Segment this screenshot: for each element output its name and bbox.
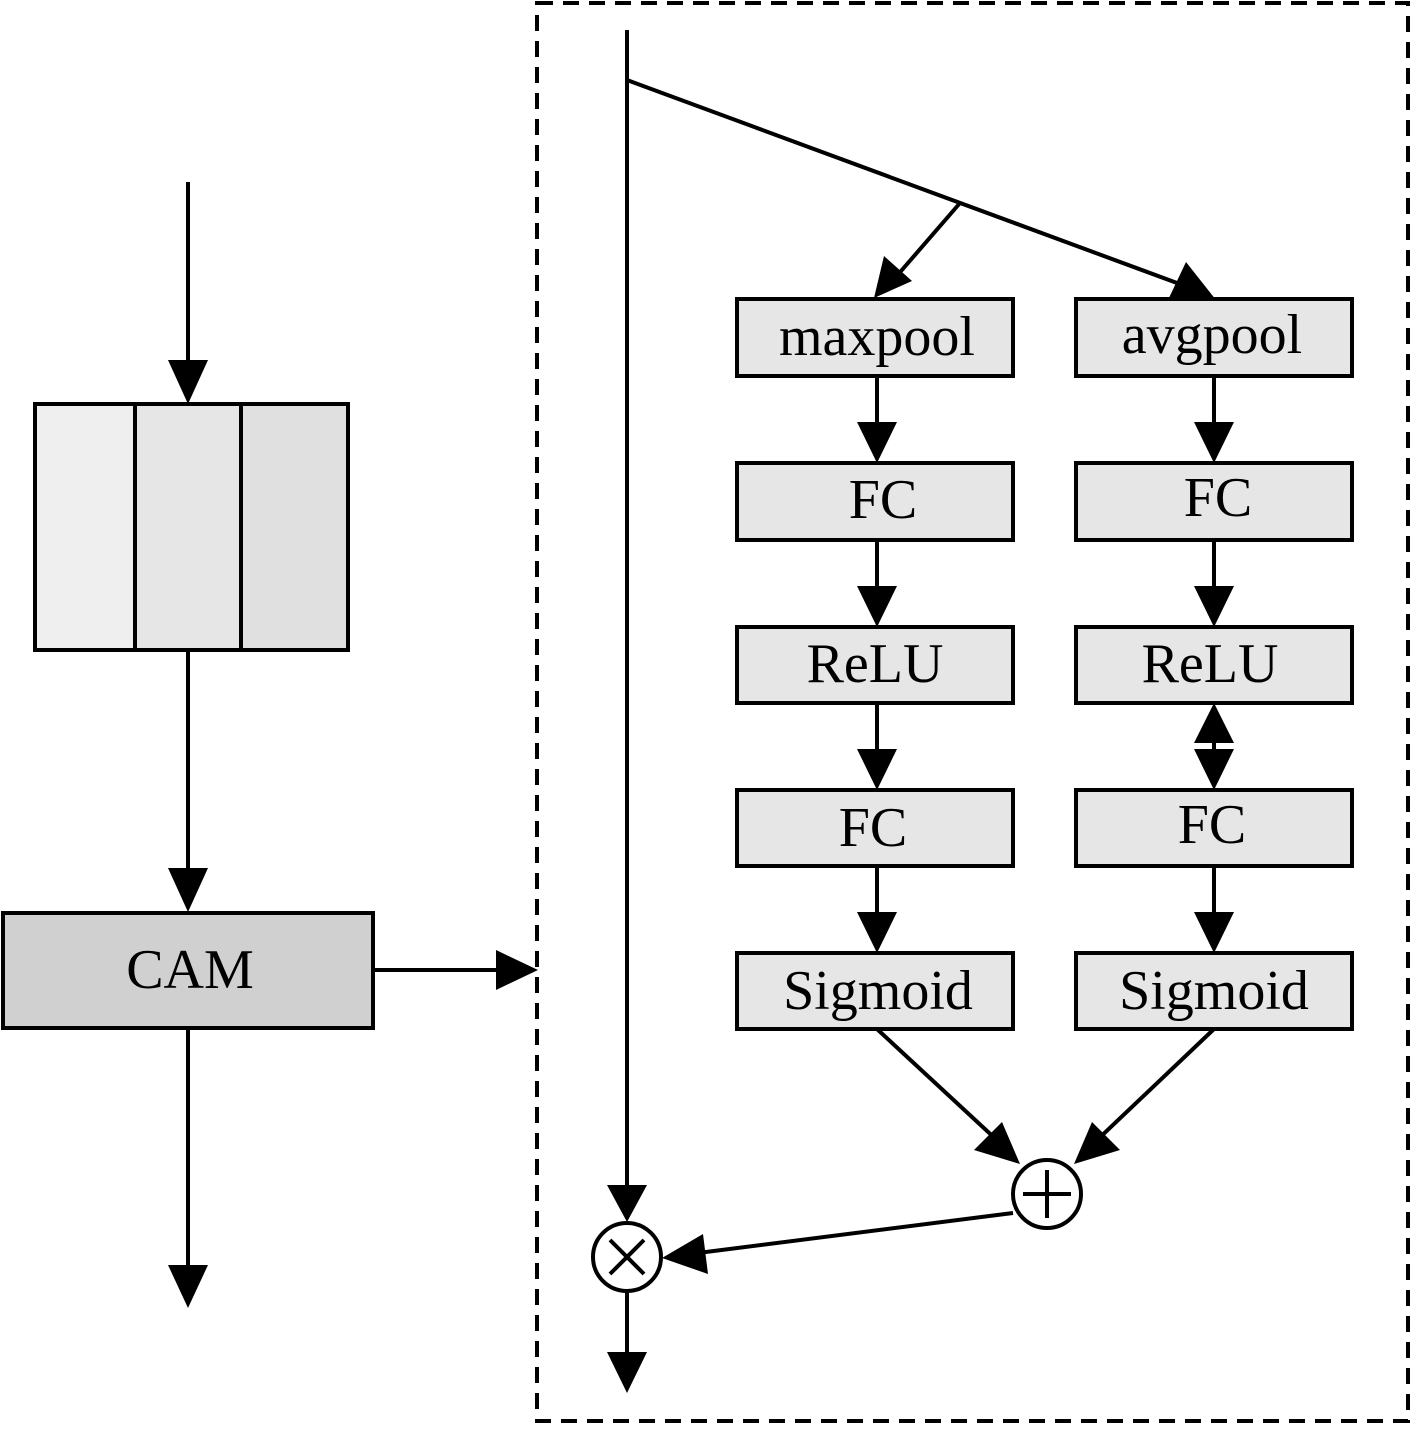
max-relu-block: ReLU	[735, 625, 1015, 705]
stack-to-cam-arrowhead	[168, 868, 208, 912]
avg-relu-box	[1074, 625, 1354, 705]
avg-fc2-block: FC	[1074, 788, 1354, 868]
feature-slice-3	[239, 402, 350, 652]
avg-arrow-2-head	[1194, 586, 1234, 627]
output-arrowhead	[607, 1352, 647, 1393]
max-fc2-block: FC	[735, 788, 1015, 868]
avg-fc2-label: FC	[1178, 794, 1247, 856]
avg-fc1-box	[1074, 461, 1354, 542]
maxpool-label: maxpool	[779, 306, 975, 368]
maxpool-arrowhead	[874, 256, 912, 298]
avg-to-add-arrowhead	[1074, 1122, 1120, 1164]
avg-sigmoid-block: Sigmoid	[1074, 951, 1354, 1031]
max-arrow-3-head	[857, 749, 897, 790]
max-to-add-arrowhead	[974, 1122, 1020, 1164]
maxpool-block: maxpool	[735, 297, 1015, 378]
max-fc1-block: FC	[735, 461, 1015, 542]
split-diagonal-line	[626, 78, 1197, 292]
multiply-operator-icon	[591, 1221, 663, 1293]
avg-arrow-1-head	[1194, 422, 1234, 463]
max-fc2-box	[735, 788, 1015, 868]
add-operator-icon	[1011, 1158, 1083, 1230]
max-arrow-1-head	[857, 422, 897, 463]
avgpool-arrowhead	[1168, 262, 1216, 300]
cam-block: CAM	[1, 911, 375, 1030]
multiply-stroke-2	[608, 1238, 646, 1276]
max-sigmoid-block: Sigmoid	[735, 951, 1015, 1031]
avg-fc1-block: FC	[1074, 461, 1354, 542]
avg-arrow-4-head	[1194, 912, 1234, 953]
max-to-add-line	[875, 1027, 1002, 1145]
max-relu-label: ReLU	[807, 633, 944, 695]
avg-arrow-up-head	[1194, 703, 1234, 743]
max-sigmoid-label: Sigmoid	[783, 960, 973, 1022]
max-arrow-4-head	[857, 912, 897, 953]
cam-label: CAM	[126, 939, 254, 1001]
max-sigmoid-box	[735, 951, 1015, 1031]
add-to-multiply-line	[697, 1211, 1014, 1255]
max-arrow-2-head	[857, 586, 897, 627]
feature-stack	[33, 402, 350, 652]
add-to-multiply-arrowhead	[662, 1234, 708, 1274]
feature-slice-1	[33, 402, 137, 652]
avgpool-box	[1074, 297, 1354, 378]
max-relu-box	[735, 625, 1015, 705]
skip-path-arrowhead	[607, 1185, 647, 1222]
max-fc2-label: FC	[839, 797, 908, 859]
input-arrowhead	[168, 360, 208, 404]
cam-expand-arrowhead	[496, 950, 538, 990]
cam-output-arrowhead	[168, 1265, 208, 1308]
max-fc1-label: FC	[849, 469, 918, 531]
avg-relu-label: ReLU	[1142, 633, 1279, 695]
avgpool-label: avgpool	[1122, 304, 1302, 366]
avg-sigmoid-box	[1074, 951, 1354, 1031]
avgpool-block: avgpool	[1074, 297, 1354, 378]
cam-detail-frame	[535, 1, 1410, 1423]
maxpool-branch-line	[893, 201, 962, 280]
avg-relu-block: ReLU	[1074, 625, 1354, 705]
avg-to-add-line	[1092, 1027, 1216, 1145]
avg-sigmoid-label: Sigmoid	[1119, 960, 1309, 1022]
avg-arrow-down-head	[1194, 749, 1234, 790]
avg-fc1-label: FC	[1184, 467, 1253, 529]
feature-slice-2	[133, 402, 243, 652]
